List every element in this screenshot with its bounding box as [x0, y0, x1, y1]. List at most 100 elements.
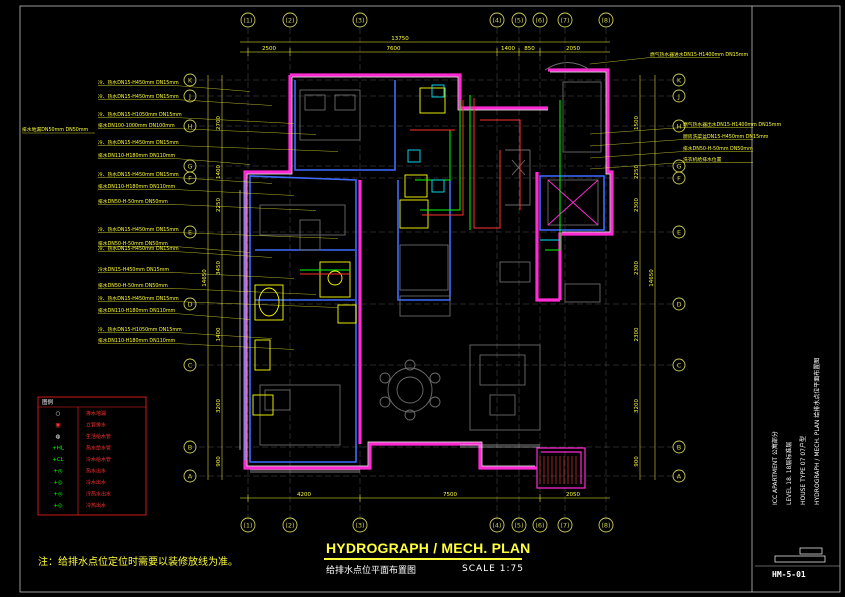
dim-top-total: 13750	[391, 36, 409, 42]
title-underline	[324, 558, 522, 560]
dim-bottom: 2050	[566, 492, 580, 498]
dim-top: 2500	[262, 46, 276, 52]
grid-row-label-right: D	[676, 300, 681, 308]
right-annotation: 燃气热水器出水DN15-H1400mm DN15mm	[683, 121, 781, 128]
title-block-level: LEVEL 18. 18层标准层	[786, 441, 793, 505]
grid-bubble	[532, 12, 548, 28]
dim-left: 1400	[216, 165, 222, 179]
left-annotation: 冷、热水DN15-H450mm DN15mm	[98, 245, 179, 252]
drain-fixtures	[252, 87, 446, 416]
left-annotation-outer: 排水地漏DN50mm DN50mm	[22, 126, 89, 133]
left-annotation: 冷、热水DN15-H1050mm DN15mm	[98, 326, 182, 333]
grid-bubble	[240, 517, 256, 533]
right-annotation: 厨房洗菜盆DN15-H450mm DN15mm	[683, 133, 769, 140]
wall-cores	[246, 71, 611, 467]
grid-bubble	[240, 12, 256, 28]
title-block-drawing: HYDROGRAPH / MECH. PLAN 给排水点位平面布置图	[814, 357, 821, 505]
legend-symbol: ○	[56, 411, 61, 417]
left-annotation: 冷、热水DN15-H1050mm DN15mm	[98, 111, 182, 118]
grid-row-label-right: J	[677, 92, 680, 100]
sheet-number: HM-5-01	[772, 570, 806, 579]
legend-label: 冷热水出水	[86, 491, 111, 498]
hot-water-pipes	[300, 98, 521, 275]
grid-bubble	[352, 517, 368, 533]
dim-right-total: 14650	[649, 269, 655, 287]
windows	[239, 190, 540, 473]
grid-bubble	[672, 89, 686, 103]
grid-column-label: (7)	[560, 522, 569, 530]
grid-bubble	[183, 469, 197, 483]
left-annotation: 冷、热水DN15-H450mm DN15mm	[98, 171, 179, 178]
left-annotation: 冷、热水DN15-H450mm DN15mm	[98, 226, 179, 233]
dim-right: 3200	[634, 399, 640, 413]
grid-row-label-right: E	[677, 228, 681, 236]
grid-bubble	[557, 12, 573, 28]
legend-border	[37, 396, 147, 516]
grid-column-label: (5)	[514, 17, 523, 25]
dim-right: 2300	[634, 327, 640, 341]
floor-plan	[239, 62, 614, 489]
legend-label: 生活给水管	[86, 433, 111, 440]
grid-row-label-left: J	[188, 92, 191, 100]
legend-label: 排水地漏	[86, 410, 106, 417]
grid-column-label: (4)	[492, 522, 501, 530]
legend-header: 图例	[42, 398, 54, 406]
left-annotation: 排水DN110-H180mm DN110mm	[98, 307, 176, 314]
interior-partitions	[249, 80, 605, 463]
legend-symbol: +◎	[53, 469, 63, 475]
legend-label: 热水出水	[86, 468, 106, 475]
left-annotation: 冷、热水DN15-H450mm DN15mm	[98, 295, 179, 302]
grid-bubble	[183, 119, 197, 133]
grid-bubble	[282, 517, 298, 533]
grid-row-label-right: A	[677, 472, 682, 480]
legend-label: 冷热出水	[86, 502, 106, 509]
grid-bubble	[532, 517, 548, 533]
grid-bubble	[672, 358, 686, 372]
grid-column-label: (8)	[601, 17, 610, 25]
grid-bubble	[282, 12, 298, 28]
grid-bubble	[672, 225, 686, 239]
left-annotations: 冷、热水DN15-H450mm DN15mm 冷、热水DN15-H450mm DN…	[22, 79, 182, 344]
grid-bubble	[489, 517, 505, 533]
dim-top: 850	[524, 46, 535, 52]
dim-left: 3450	[216, 261, 222, 275]
legend-symbol: +CL	[52, 457, 64, 463]
annotation-leaders	[22, 57, 753, 350]
grid-bubble	[511, 517, 527, 533]
legend-symbol: +◎	[53, 492, 63, 498]
legend-label: 冷水给水管	[86, 456, 111, 463]
grid-row-label-left: A	[188, 472, 193, 480]
grid-column-label: (2)	[285, 17, 294, 25]
title-block-marks	[755, 547, 840, 567]
grid-row-label-left: B	[188, 443, 192, 451]
grid-row-label-right: B	[677, 443, 681, 451]
drawing-title: HYDROGRAPH / MECH. PLAN	[326, 540, 531, 556]
left-annotation: 排水DN50-H-50mm DN50mm	[98, 240, 168, 247]
grid-bubble	[598, 517, 614, 533]
grid-column-label: (5)	[514, 522, 523, 530]
left-annotation: 冷水DN15-H450mm DN15mm	[98, 266, 169, 273]
dim-bottom: 4200	[297, 492, 311, 498]
dim-right: 1500	[634, 116, 640, 130]
grid-column-label: (6)	[535, 522, 544, 530]
grid-bubble	[672, 297, 686, 311]
legend-symbol: ▣	[55, 423, 60, 429]
drawing-subtitle: 给排水点位平面布置图	[326, 566, 417, 576]
left-annotation: 排水DN100-1000mm DN100mm	[98, 122, 175, 129]
grid-bubble	[672, 119, 686, 133]
dim-left-total: 14650	[202, 269, 208, 287]
grid-bubble	[672, 469, 686, 483]
grid-bubble	[672, 73, 686, 87]
legend-label: 热水给水管	[86, 445, 111, 452]
grid-column-label: (1)	[243, 522, 252, 530]
dim-left: 900	[216, 456, 222, 467]
dim-top: 1400	[501, 46, 515, 52]
dim-top: 2050	[566, 46, 580, 52]
dim-left: 2250	[216, 198, 222, 212]
dim-left: 2700	[216, 116, 222, 130]
grid-row-label-left: D	[187, 300, 192, 308]
grid-row-label-left: H	[188, 122, 193, 130]
